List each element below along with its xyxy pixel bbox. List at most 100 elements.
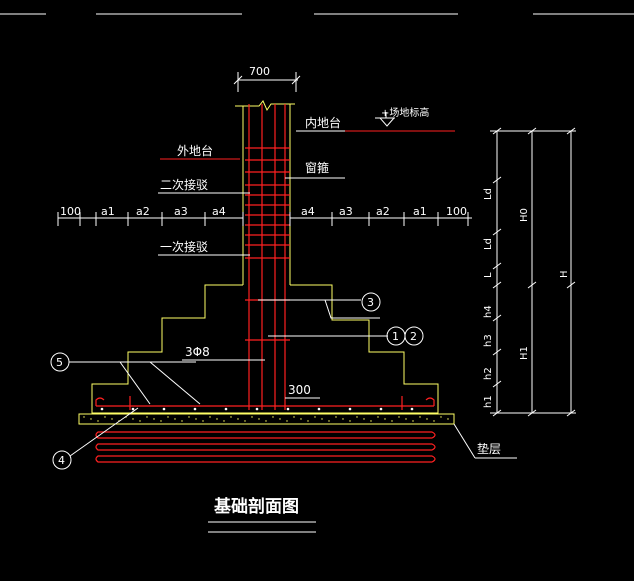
cushion-dot — [398, 416, 400, 418]
height-tick — [492, 348, 502, 356]
cushion-dot — [202, 420, 204, 422]
cushion-dot — [272, 416, 274, 418]
cushion-dot — [405, 418, 407, 420]
h4-label: h4 — [483, 305, 494, 318]
callout-2-label: 2 — [410, 330, 417, 343]
cushion-dot — [426, 418, 428, 420]
rebar-dot — [255, 407, 259, 411]
cushion-dot — [391, 420, 393, 422]
cushion-dot — [377, 416, 379, 418]
cushion-dot — [111, 418, 113, 420]
h-label: H — [559, 270, 570, 278]
cushion-dot — [300, 418, 302, 420]
right-dim-a3: a3 — [339, 205, 353, 218]
cushion-dot — [146, 416, 148, 418]
height-tick — [492, 176, 502, 184]
left-dim-a2: a2 — [136, 205, 150, 218]
cushion-label: 垫层 — [477, 441, 501, 456]
cushion-dot — [132, 418, 134, 420]
cushion-dot — [349, 420, 351, 422]
callout-2 — [404, 326, 424, 346]
ld-label-1: Ld — [483, 188, 494, 200]
cushion-dot — [153, 418, 155, 420]
cushion-dot — [328, 420, 330, 422]
cushion-dot — [384, 418, 386, 420]
cushion-dot — [314, 416, 316, 418]
height-tick — [492, 127, 502, 135]
h1-label: h1 — [483, 395, 494, 408]
cushion-dot — [195, 418, 197, 420]
rebar-dot — [348, 407, 352, 411]
left-dimension-line: 100 a1 a2 a3 a4 — [57, 205, 244, 226]
cushion-dot — [433, 420, 435, 422]
height-tick — [566, 127, 576, 135]
cushion-dot — [363, 418, 365, 420]
cushion-dot — [265, 420, 267, 422]
secondary-joint-label: 二次接驳 — [160, 177, 208, 192]
cushion-dot — [307, 420, 309, 422]
rebar-dot — [317, 407, 321, 411]
cushion-dot — [181, 420, 183, 422]
cushion-dot — [230, 416, 232, 418]
cushion-dot — [209, 416, 211, 418]
cushion-dot — [97, 420, 99, 422]
top-dimension: 700 — [233, 65, 301, 92]
callout-1-label: 1 — [392, 330, 399, 343]
cushion-dot — [167, 416, 169, 418]
cushion-dot — [342, 418, 344, 420]
cushion-dot — [321, 418, 323, 420]
height-tick — [527, 409, 537, 417]
h3-label: h3 — [483, 334, 494, 347]
rebar-dot — [162, 407, 166, 411]
callout-3-label: 3 — [367, 296, 374, 309]
right-dim-a4: a4 — [301, 205, 315, 218]
dim-300-label: 300 — [288, 383, 311, 397]
left-dim-a3: a3 — [174, 205, 188, 218]
primary-joint-label: 一次接驳 — [160, 239, 208, 254]
callout-4 — [52, 450, 72, 470]
cushion-dot — [216, 418, 218, 420]
callout-4-label: 4 — [58, 454, 65, 467]
rebar-dot — [286, 407, 290, 411]
outer-ground-label: 外地台 — [177, 143, 213, 158]
right-dim-100: 100 — [446, 205, 467, 218]
cushion-dot — [223, 420, 225, 422]
rebar-group — [95, 104, 436, 463]
l-label: L — [483, 272, 494, 278]
cushion-dot — [412, 420, 414, 422]
annotations: 内地台 +场地标高 外地台 二次接驳 窗箍 一次接驳 3Φ8 300 垫层 — [158, 106, 517, 459]
drawing-title: 基础剖面图 — [213, 496, 299, 517]
right-dimension-line: a4 a3 a2 a1 100 — [289, 205, 472, 226]
callout-5-label: 5 — [56, 356, 63, 369]
height-tick — [492, 262, 502, 270]
height-tick — [492, 380, 502, 388]
cushion-dot — [104, 416, 106, 418]
cushion-dot — [139, 420, 141, 422]
cushion-dot — [286, 420, 288, 422]
cushion-dot — [251, 416, 253, 418]
height-tick — [527, 127, 537, 135]
height-dimensions: Ld Ld L h4 h3 h2 h1 H0 H1 H — [483, 127, 576, 417]
cushion-dot — [440, 416, 442, 418]
rebar-dot — [410, 407, 414, 411]
cushion-dot — [244, 420, 246, 422]
stirrup-label: 3Φ8 — [185, 345, 210, 359]
title-block: 基础剖面图 — [208, 496, 316, 533]
cushion-dot — [160, 420, 162, 422]
cushion-layer — [78, 413, 455, 425]
left-dim-a4: a4 — [212, 205, 226, 218]
cushion-dot — [83, 416, 85, 418]
callouts: 3 1 2 5 4 — [50, 292, 424, 470]
h1-big-label: H1 — [519, 346, 530, 360]
h2-label: h2 — [483, 367, 494, 380]
cushion-dot — [356, 416, 358, 418]
cushion-dot — [419, 416, 421, 418]
right-dim-a1: a1 — [413, 205, 427, 218]
height-tick — [492, 314, 502, 322]
right-dim-a2: a2 — [376, 205, 390, 218]
footing-outline — [91, 284, 439, 414]
height-tick — [492, 409, 502, 417]
rebar-dot — [224, 407, 228, 411]
callout-3 — [361, 292, 381, 312]
